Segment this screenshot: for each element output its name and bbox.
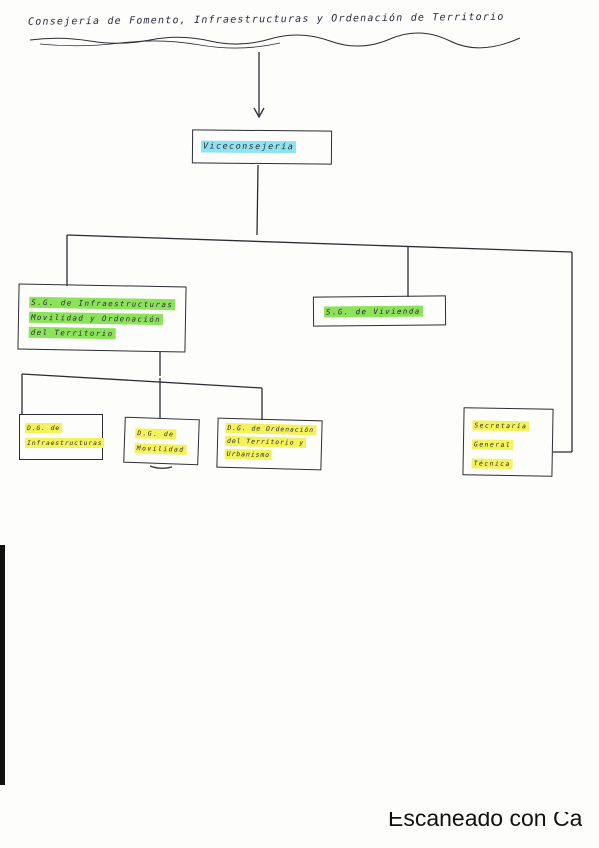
node-label-line-2: Movilidad y Ordenación [28, 311, 164, 326]
node-label-line-1: D.G. de [135, 428, 177, 440]
node-label-line-3: Técnica [471, 458, 513, 470]
node-label-line-2: del Territorio y [224, 435, 307, 448]
watermark-text: Escaneado con Ca [388, 812, 583, 831]
node-dg-ordenacion: D.G. de Ordenación del Territorio y Urba… [216, 417, 323, 471]
node-label: S.G. de Vivienda [323, 305, 423, 318]
title-underline [29, 32, 521, 49]
node-secretaria-general-tecnica: Secretaría General Técnica [462, 407, 554, 477]
node-label-line-1: Secretaría [472, 420, 530, 432]
title-underline-2 [39, 40, 281, 49]
node-label: Viceconsejería [200, 140, 297, 154]
node-label-line-2: General [471, 439, 514, 451]
node-viceconsejeria: Viceconsejería [191, 129, 333, 165]
node-label-line-2: Movilidad [134, 443, 187, 455]
node-label-line-3: Urbanismo [224, 448, 273, 461]
node-sg-vivienda: S.G. de Vivienda [312, 295, 447, 327]
node-dg-infraestructuras: D.G. de Infraestructuras [19, 414, 105, 460]
node-label-line-1: S.G. de Infraestructuras [29, 296, 176, 311]
node-label-line-1: D.G. de Ordenación [225, 422, 317, 436]
scan-edge-shadow [0, 545, 5, 785]
node-label-line-2: Infraestructuras [25, 438, 105, 448]
scanner-watermark: Escaneado con Ca [388, 812, 582, 842]
arrow-head [253, 107, 265, 119]
node-sg-infraestructuras: S.G. de Infraestructuras Movilidad y Ord… [17, 283, 187, 353]
node-label-line-1: D.G. de [25, 423, 62, 433]
node-dg-movilidad: D.G. de Movilidad [123, 416, 200, 466]
node-label-line-3: del Territorio [28, 326, 116, 340]
